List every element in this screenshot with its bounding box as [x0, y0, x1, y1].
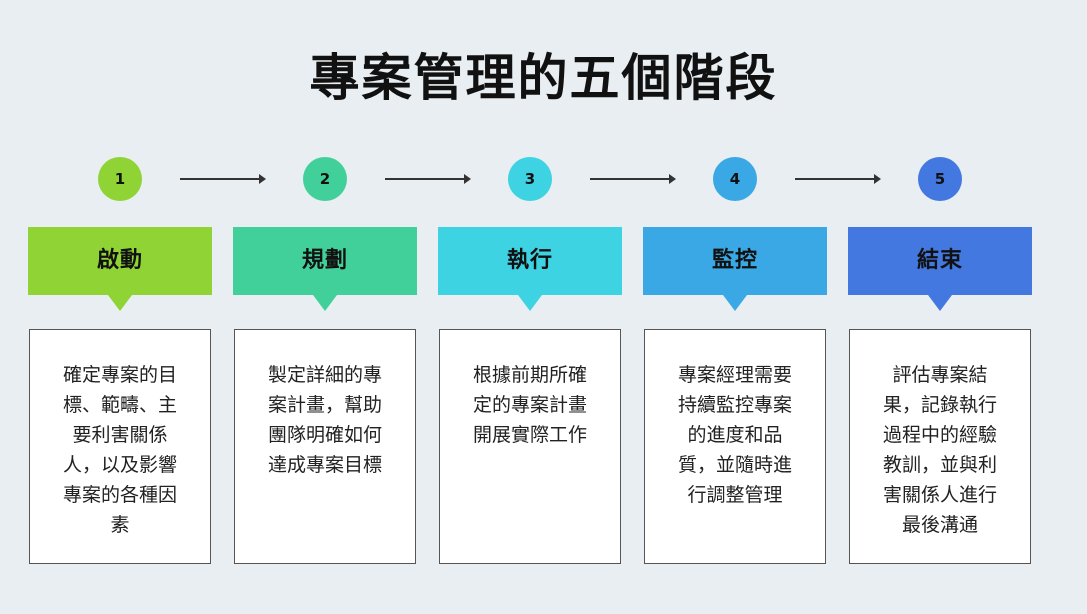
- arrow-1-to-2: [180, 174, 266, 184]
- diagram-title: 專案管理的五個階段: [309, 49, 778, 107]
- arrow-4-to-5: [795, 174, 881, 184]
- step-number-4: 4: [713, 157, 757, 201]
- stage-header-1: 啟動: [28, 227, 212, 311]
- stage-description-2: 製定詳細的專案計畫，幫助團隊明確如何達成專案目標: [234, 329, 416, 564]
- arrow-2-to-3: [385, 174, 471, 184]
- stage-description-3: 根據前期所確定的專案計畫開展實際工作: [439, 329, 621, 564]
- stage-header-3: 執行: [438, 227, 622, 311]
- stage-description-5: 評估專案結果，記錄執行過程中的經驗教訓，並與利害關係人進行最後溝通: [849, 329, 1031, 564]
- step-number-1: 1: [98, 157, 142, 201]
- stage-description-4: 專案經理需要持續監控專案的進度和品質，並隨時進行調整管理: [644, 329, 826, 564]
- stage-description-1: 確定專案的目標、範疇、主要利害關係人，以及影響專案的各種因素: [29, 329, 211, 564]
- step-number-5: 5: [918, 157, 962, 201]
- step-number-2: 2: [303, 157, 347, 201]
- stage-header-2: 規劃: [233, 227, 417, 311]
- arrow-3-to-4: [590, 174, 676, 184]
- stage-header-4: 監控: [643, 227, 827, 311]
- step-number-3: 3: [508, 157, 552, 201]
- stage-header-5: 結束: [848, 227, 1032, 311]
